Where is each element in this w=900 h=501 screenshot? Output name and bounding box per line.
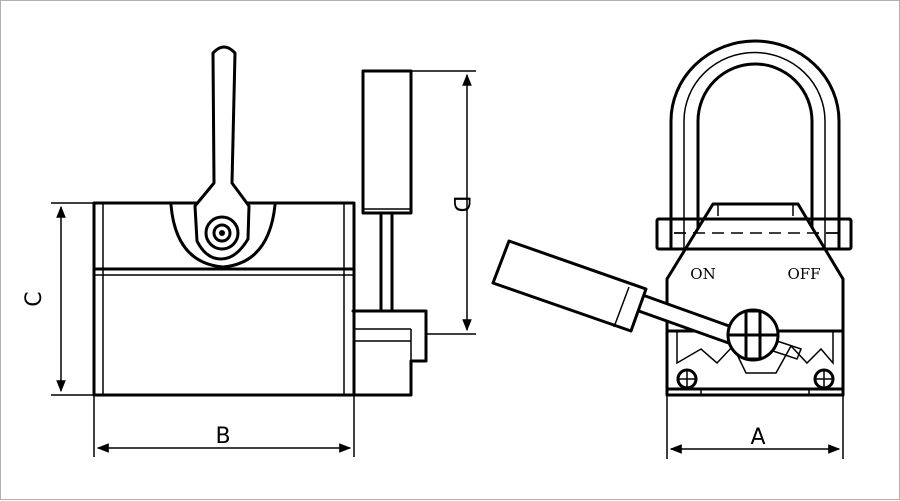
front-lever — [193, 45, 251, 261]
dimension-c: C — [22, 202, 94, 396]
dimension-a: A — [666, 395, 844, 459]
side-handle-grip — [361, 69, 413, 215]
dimension-c-label: C — [22, 291, 47, 306]
dimension-b-label: B — [215, 424, 230, 449]
side-base-block — [351, 309, 428, 397]
front-cam-housing — [169, 203, 277, 269]
right-view: ON OFF A — [491, 39, 853, 459]
off-label: OFF — [787, 265, 820, 283]
dimension-d-label: D — [448, 196, 473, 213]
front-view: C B — [22, 45, 356, 457]
side-view: D — [351, 69, 476, 397]
dimension-d: D — [411, 70, 476, 335]
shackle-outer — [669, 39, 841, 251]
on-label: ON — [690, 265, 715, 283]
dimension-a-label: A — [750, 425, 765, 450]
front-pivot — [204, 215, 240, 251]
shackle-inner — [696, 62, 814, 251]
right-lever-grip — [491, 239, 648, 333]
dimension-b: B — [93, 395, 355, 457]
